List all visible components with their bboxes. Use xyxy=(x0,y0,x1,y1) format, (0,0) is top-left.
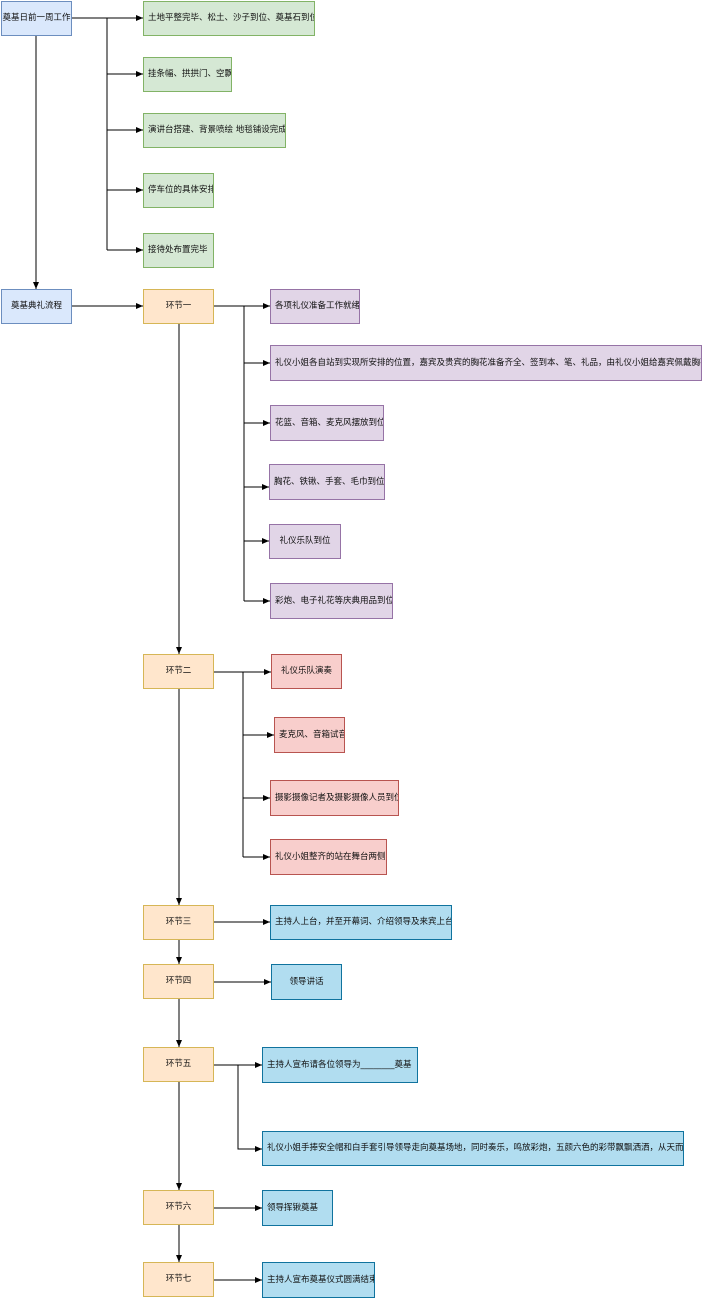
stage-1-item-baskets: 花篮、音箱、麦克风摆放到位 xyxy=(270,405,384,441)
stage-1-item-band: 礼仪乐队到位 xyxy=(269,524,341,559)
stage-7-item-end: 主持人宣布奠基仪式圆满结束 xyxy=(262,1262,375,1298)
stage-5-connector-procession xyxy=(237,1065,262,1152)
stage-4-node: 环节四 xyxy=(143,964,214,999)
stage-2-item-photographers: 摄影摄像记者及摄影摄像人员到位 xyxy=(270,780,399,816)
stage-2-item-sound-check: 麦克风、音箱试音 xyxy=(274,717,345,753)
ceremony-flow-node: 奠基典礼流程 xyxy=(1,289,72,324)
prep-task-parking: 停车位的具体安排 xyxy=(143,173,214,208)
stage-5-node: 环节五 xyxy=(143,1047,214,1082)
stage-1-item-corsage: 胸花、铁锹、手套、毛巾到位 xyxy=(269,464,385,500)
prep-task-reception: 接待处布置完毕 xyxy=(143,233,214,268)
prep-task-land: 土地平整完毕、松土、沙子到位、奠基石到位 xyxy=(143,1,315,36)
stage-1-item-ready: 各项礼仪准备工作就绪 xyxy=(270,289,360,324)
stage-5-item-announce: 主持人宣布请各位领导为________奠基 xyxy=(262,1047,418,1083)
stage-6-node: 环节六 xyxy=(143,1190,214,1225)
stage-2-node: 环节二 xyxy=(143,654,214,689)
stage-2-item-hostess-line: 礼仪小姐整齐的站在舞台两侧 xyxy=(270,839,387,875)
stage-1-node: 环节一 xyxy=(143,289,214,324)
stage-5-item-procession: 礼仪小姐手捧安全帽和白手套引导领导走向奠基场地，同时奏乐，鸣放彩炮，五颜六色的彩… xyxy=(262,1131,684,1166)
stage-6-item-shovel: 领导挥锹奠基 xyxy=(262,1190,333,1226)
prep-task-banners: 挂条幅、拱拱门、空飘 xyxy=(143,57,232,92)
stage-3-node: 环节三 xyxy=(143,905,214,940)
prep-task-stage: 演讲台搭建、背景喷绘 地毯铺设完成 xyxy=(143,113,286,148)
stage-4-item-speech: 领导讲话 xyxy=(271,964,342,1000)
prep-week-node: 奠基日前一周工作 xyxy=(1,1,72,36)
stage-1-item-fireworks: 彩炮、电子礼花等庆典用品到位 xyxy=(270,583,393,619)
stage-3-item-host: 主持人上台，并至开幕词、介绍领导及来宾上台 xyxy=(270,905,452,940)
stage-7-node: 环节七 xyxy=(143,1262,214,1297)
stage-1-item-hostess: 礼仪小姐各自站到实现所安排的位置，嘉宾及贵宾的胸花准备齐全、签到本、笔、礼品，由… xyxy=(270,345,702,381)
stage-2-item-band-play: 礼仪乐队演奏 xyxy=(271,654,342,689)
